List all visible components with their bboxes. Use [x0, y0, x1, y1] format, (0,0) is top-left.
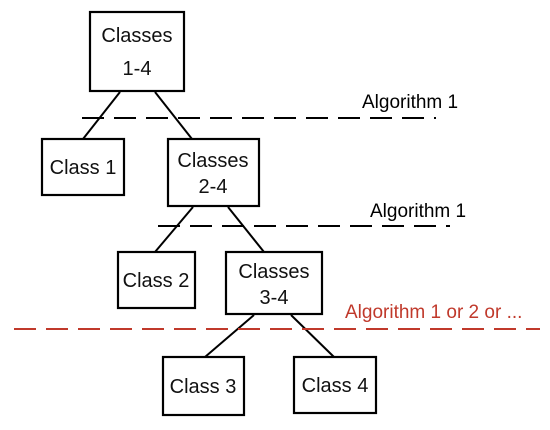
node-class-1-label: Class 1: [50, 157, 117, 179]
node-classes-3-4-line-1: Classes: [238, 261, 309, 283]
edge-root-to-class-1: [82, 91, 121, 140]
edge-classes-3-4-to-class-4: [290, 314, 335, 358]
split-line-2: Algorithm 1: [158, 201, 466, 227]
node-class-2: Class 2: [116, 250, 197, 310]
node-class-2-box: [116, 250, 197, 310]
node-classes-2-4-box: [166, 137, 261, 208]
node-classes-2-4-line-2: 2-4: [199, 176, 228, 198]
node-classes-3-4-box: [224, 250, 324, 316]
node-class-3: Class 3: [161, 355, 246, 417]
node-classes-1-4-line-1: Classes: [101, 25, 172, 47]
edge-classes-3-4-to-class-3: [204, 314, 255, 358]
node-class-1: Class 1: [40, 137, 126, 197]
node-classes-1-4-line-2: 1-4: [123, 58, 152, 80]
node-classes-1-4-box: [88, 10, 186, 93]
node-class-4-box: [292, 355, 378, 415]
node-class-3-box: [161, 355, 246, 417]
split-line-3: Algorithm 1 or 2 or ...: [14, 302, 540, 330]
node-class-1-box: [40, 137, 126, 197]
edge-classes-2-4-to-classes-3-4: [227, 206, 265, 253]
node-class-4-label: Class 4: [302, 375, 369, 397]
node-classes-2-4-line-1: Classes: [177, 150, 248, 172]
node-classes-3-4: Classes 3-4: [224, 250, 324, 316]
node-class-2-label: Class 2: [123, 270, 190, 292]
node-classes-1-4: Classes 1-4: [88, 10, 186, 93]
node-classes-3-4-line-2: 3-4: [260, 287, 289, 309]
node-class-3-label: Class 3: [170, 376, 237, 398]
edge-root-to-classes-2-4: [154, 91, 193, 140]
split-1-label: Algorithm 1: [362, 92, 458, 113]
node-class-4: Class 4: [292, 355, 378, 415]
edge-classes-2-4-to-class-2: [154, 206, 194, 253]
tree-edges: [82, 91, 335, 358]
split-2-label: Algorithm 1: [370, 201, 466, 222]
split-line-1: Algorithm 1: [82, 92, 458, 119]
node-classes-2-4: Classes 2-4: [166, 137, 261, 208]
split-3-label: Algorithm 1 or 2 or ...: [345, 302, 522, 323]
